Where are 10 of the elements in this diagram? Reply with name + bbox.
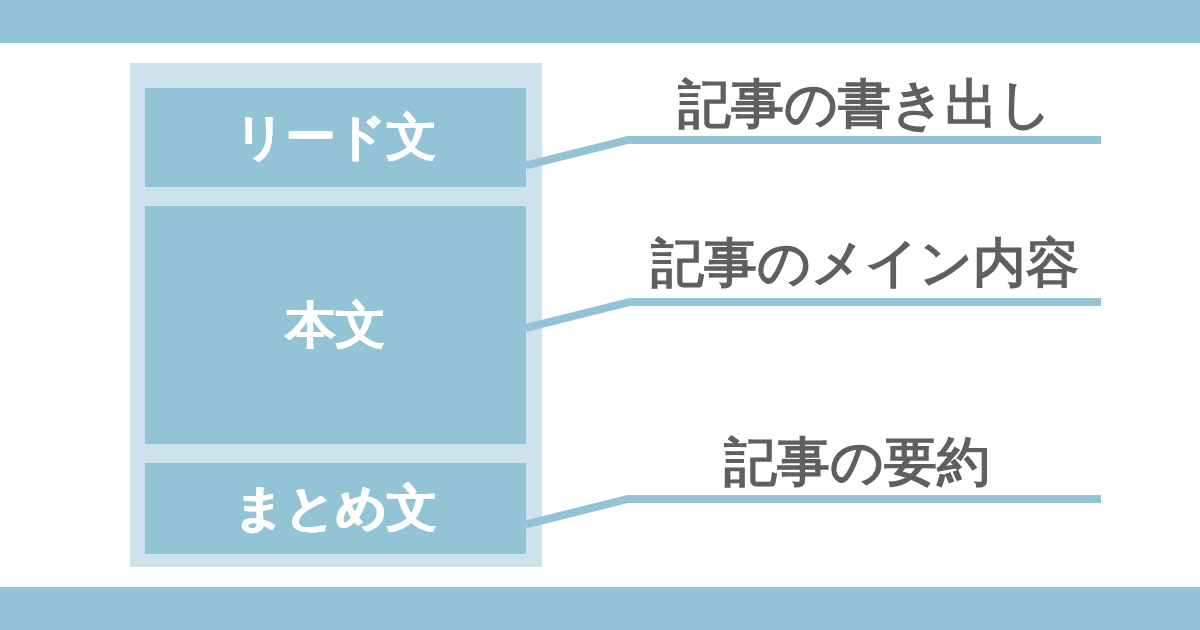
section-box (145, 463, 526, 554)
section-label: 本文 (285, 297, 386, 353)
callout-label: 記事のメイン内容 (651, 233, 1079, 294)
section-label: リード文 (234, 110, 437, 165)
callout-label: 記事の要約 (724, 432, 990, 493)
section-label: まとめ文 (234, 481, 437, 536)
callout-label: 記事の書き出し (678, 74, 1052, 135)
section-box (145, 88, 526, 187)
article-panel (130, 63, 542, 567)
section-box (145, 206, 526, 444)
